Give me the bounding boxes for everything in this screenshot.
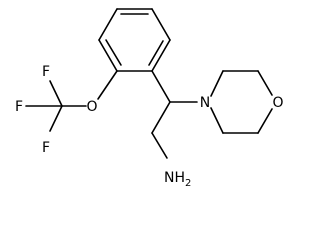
- atom-label-oxygen-ether: O: [86, 99, 97, 115]
- trifluoromethoxy-group: O F F F: [15, 64, 118, 156]
- bond-upper-ch2-to-o: [257, 70, 273, 96]
- bond-c-to-f-top: [49, 80, 63, 107]
- benzene-ring: [98, 8, 171, 72]
- molecule-structure: O F F F NH2 N O: [15, 8, 284, 188]
- bond-ring-left-upper: [98, 8, 118, 41]
- atom-label-fluorine-bottom: F: [42, 140, 50, 156]
- bond-ring-right-upper: [151, 8, 171, 41]
- bond-ch-to-ch2: [151, 101, 171, 134]
- bond-ring-right-lower-double: [148, 40, 164, 66]
- atom-label-oxygen-morpholine: O: [272, 95, 283, 111]
- atom-label-fluorine-left: F: [15, 99, 23, 115]
- bond-ring-to-oxygen: [97, 70, 118, 100]
- bond-ring-right-lower: [151, 39, 171, 72]
- amine-subscript: 2: [185, 178, 191, 188]
- bond-n-to-upper-ch2: [210, 70, 224, 97]
- bond-lower-ch2-to-n: [210, 107, 224, 134]
- side-chain: NH2: [151, 70, 198, 188]
- atom-label-nitrogen-morpholine: N: [200, 95, 210, 111]
- morpholine-ring: N O: [200, 70, 284, 134]
- bond-ring-to-ch: [151, 70, 171, 103]
- bond-o-to-lower-ch2: [257, 108, 273, 134]
- bond-ring-left-lower: [98, 39, 118, 72]
- amine-nh: NH: [164, 170, 185, 186]
- atom-label-amine: NH2: [164, 170, 191, 188]
- atom-label-fluorine-top: F: [42, 64, 50, 80]
- bond-ring-left-lower-double: [105, 39, 122, 66]
- bond-c-to-f-bottom: [49, 105, 63, 132]
- bond-ch2-to-amine: [151, 132, 168, 159]
